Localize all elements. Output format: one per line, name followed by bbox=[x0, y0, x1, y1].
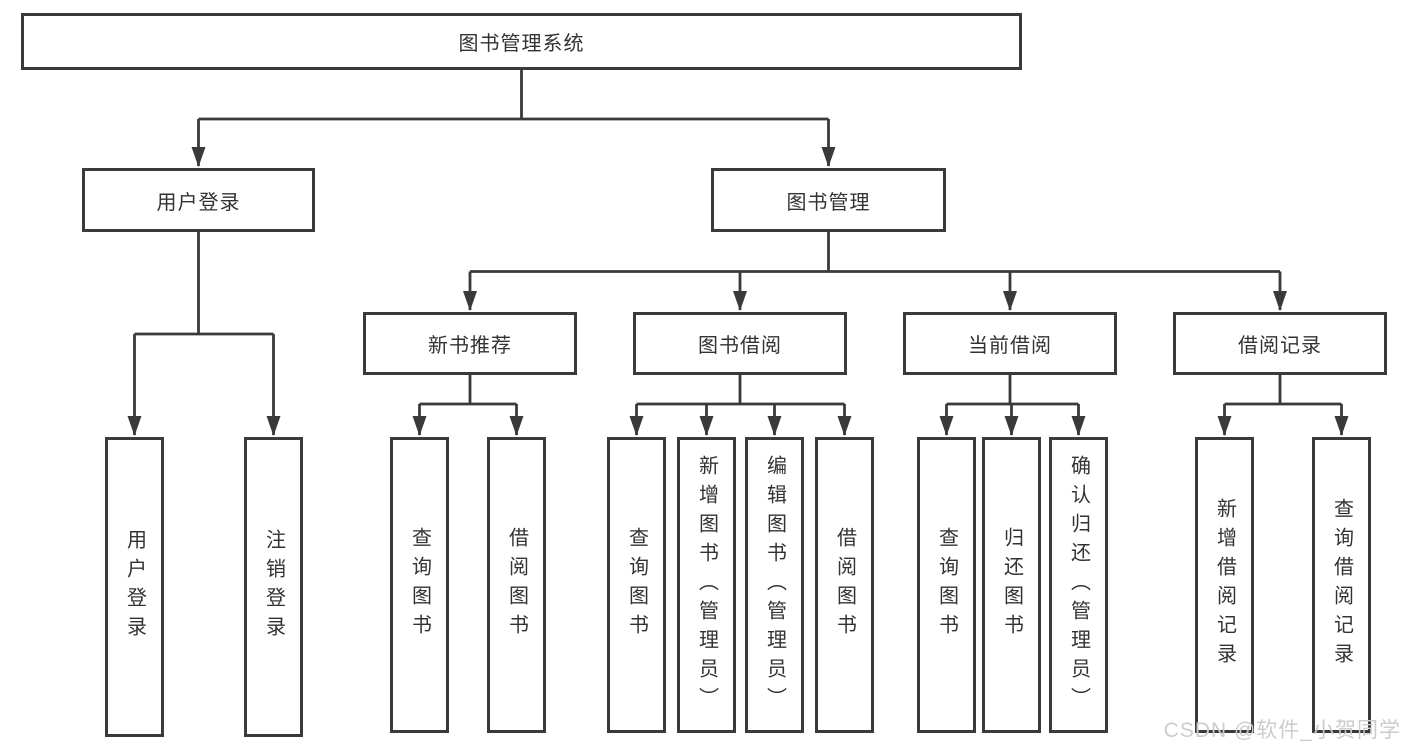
leaf-query-books-recommend: 查询图书 bbox=[390, 437, 449, 733]
leaf-query-books-current: 查询图书 bbox=[917, 437, 976, 733]
node-current-borrow: 当前借阅 bbox=[903, 312, 1117, 375]
leaf-confirm-return-admin: 确认归还（管理员） bbox=[1049, 437, 1108, 733]
leaf-add-books-admin: 新增图书（管理员） bbox=[677, 437, 736, 733]
node-book-borrow: 图书借阅 bbox=[633, 312, 847, 375]
edge-recommend-to-leaves bbox=[419, 373, 517, 406]
leaf-user-login: 用户登录 bbox=[105, 437, 164, 737]
edge-borrow-to-leaves bbox=[636, 373, 845, 406]
node-root-system: 图书管理系统 bbox=[21, 13, 1022, 70]
leaf-add-borrow-record: 新增借阅记录 bbox=[1195, 437, 1254, 733]
leaf-query-borrow-record: 查询借阅记录 bbox=[1312, 437, 1371, 733]
leaf-borrow-books-recommend: 借阅图书 bbox=[487, 437, 546, 733]
leaf-edit-books-admin: 编辑图书（管理员） bbox=[745, 437, 804, 733]
edge-current-to-leaves bbox=[946, 373, 1079, 406]
node-new-book-recommend: 新书推荐 bbox=[363, 312, 577, 375]
node-book-management: 图书管理 bbox=[711, 168, 946, 232]
csdn-watermark: CSDN @软件_小贺同学 bbox=[1163, 719, 1401, 742]
edge-login-to-leaves bbox=[134, 230, 274, 336]
edge-root-to-level2 bbox=[198, 68, 829, 121]
leaf-return-books: 归还图书 bbox=[982, 437, 1041, 733]
leaf-borrow-books: 借阅图书 bbox=[815, 437, 874, 733]
node-borrow-records: 借阅记录 bbox=[1173, 312, 1387, 375]
leaf-query-books-borrow: 查询图书 bbox=[607, 437, 666, 733]
edge-records-to-leaves bbox=[1224, 373, 1342, 406]
leaf-logout: 注销登录 bbox=[244, 437, 303, 737]
node-user-login: 用户登录 bbox=[82, 168, 315, 232]
edge-mgmt-to-level3 bbox=[470, 230, 1280, 273]
